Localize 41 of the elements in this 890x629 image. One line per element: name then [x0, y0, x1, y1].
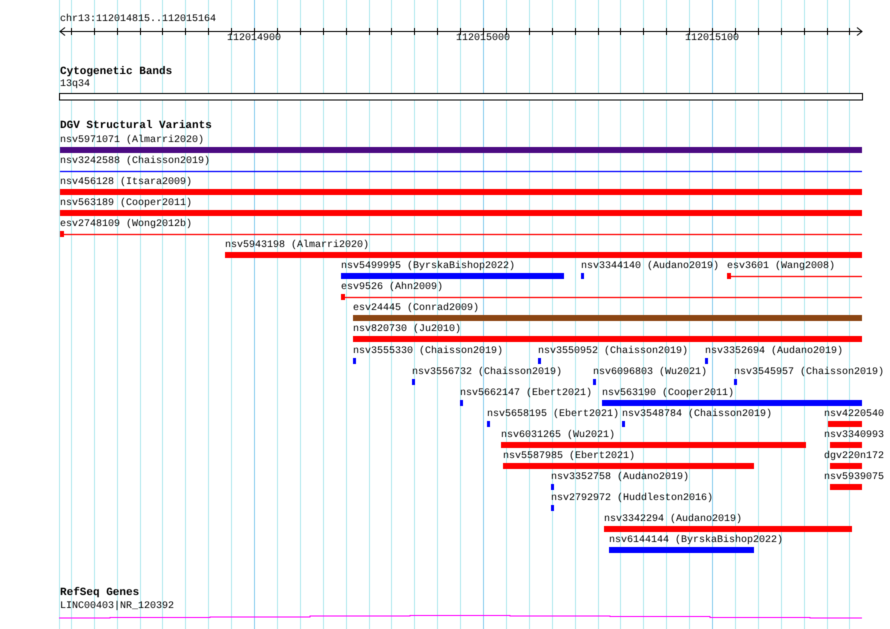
- variant-label: esv9526 (Ahn2009): [341, 282, 444, 294]
- variant-label: nsv3344140 (Audano2019): [581, 261, 720, 272]
- gene-label: LINC00403|NR_120392: [60, 601, 174, 612]
- variant-label: dgv220n172: [824, 450, 884, 462]
- variant-label: nsv3550952 (Chaisson2019): [538, 346, 688, 356]
- variant-label: nsv5971071 (Almarri2020): [60, 135, 204, 146]
- coordinate-range: chr13:112014815..112015164: [60, 14, 216, 25]
- variant-label: nsv5658195 (Ebert2021): [487, 408, 620, 420]
- variant-label: nsv3342294 (Audano2019): [604, 514, 742, 525]
- variant-label: esv3601 (Wang2008): [727, 261, 836, 272]
- variant-label: nsv6096803 (Wu2021): [593, 366, 708, 378]
- track-title: RefSeq Genes: [60, 588, 140, 599]
- variant-label: nsv563189 (Cooper2011): [60, 198, 192, 210]
- track-title: DGV Structural Variants: [60, 121, 212, 132]
- variant-label: nsv4220540: [824, 408, 884, 420]
- variant-label: nsv3340993: [824, 430, 884, 441]
- variant-label: nsv5499995 (ByrskaBishop2022): [341, 261, 516, 272]
- variant-label: nsv3555330 (Chaisson2019): [353, 346, 504, 356]
- variant-label: esv24445 (Conrad2009): [353, 303, 480, 314]
- variant-label: nsv456128 (Itsara2009): [60, 177, 192, 188]
- variant-label: nsv6144144 (ByrskaBishop2022): [609, 534, 784, 546]
- variant-label: nsv3352758 (Audano2019): [551, 472, 690, 483]
- track-title: Cytogenetic Bands: [60, 67, 172, 78]
- variant-label: nsv563190 (Cooper2011): [602, 388, 734, 399]
- tick-label: 112015000: [456, 33, 510, 44]
- variant-label: nsv2792972 (Huddleston2016): [551, 492, 714, 504]
- variant-label: nsv3242588 (Chaisson2019): [60, 156, 210, 168]
- variant-label: nsv3545957 (Chaisson2019): [734, 366, 884, 378]
- band-label: 13q34: [60, 79, 90, 90]
- variant-label: nsv820730 (Ju2010): [353, 324, 462, 336]
- variant-label: nsv3556732 (Chaisson2019): [412, 366, 562, 378]
- variant-label: esv2748109 (Wong2012b): [60, 219, 192, 230]
- variant-label: nsv3548784 (Chaisson2019): [622, 408, 772, 420]
- variant-label: nsv3352694 (Audano2019): [705, 346, 844, 356]
- variant-label: nsv5587985 (Ebert2021): [503, 450, 636, 462]
- tick-label: 112014900: [227, 33, 281, 44]
- tick-label: 112015100: [685, 33, 739, 44]
- variant-label: nsv5662147 (Ebert2021): [460, 388, 592, 399]
- variant-label: nsv6031265 (Wu2021): [501, 430, 616, 441]
- variant-label: nsv5943198 (Almarri2020): [225, 240, 370, 252]
- variant-label: nsv5939075: [824, 472, 884, 483]
